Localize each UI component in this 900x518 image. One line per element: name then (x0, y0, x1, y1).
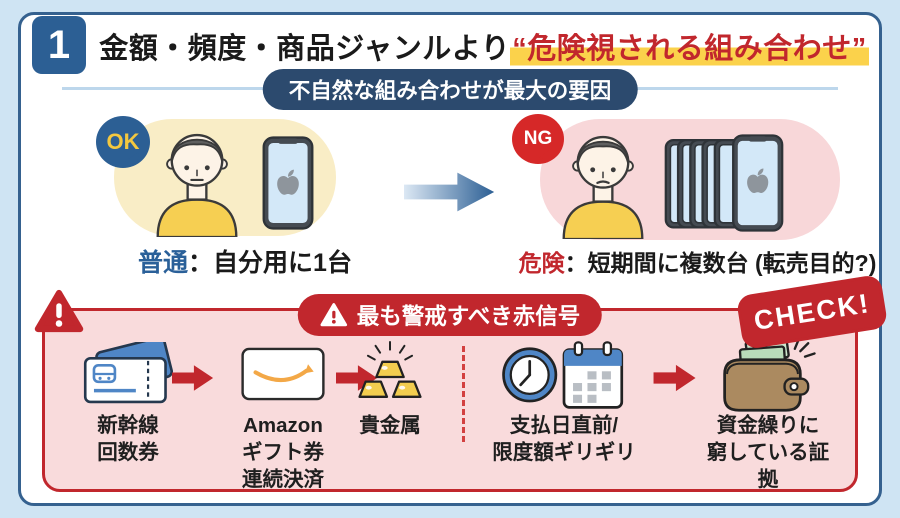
ng-caption: 危険：短期間に複数台 (転売目的?) (505, 244, 890, 278)
subtitle-pill: 不自然な組み合わせが最大の要因 (262, 69, 638, 110)
page-title: 金額・頻度・商品ジャンルより“危険視される組み合わせ” (98, 24, 870, 68)
flag-item-amazon-gift-card: Amazon ギフト券 連続決済 (222, 340, 344, 493)
flag-item-cash-strapped: 資金繰りに 窮している証拠 (700, 335, 836, 493)
smartphone-icon (262, 136, 314, 230)
warning-triangle-icon (34, 289, 84, 333)
gold-bars-icon (358, 341, 422, 398)
red-flags-panel (42, 308, 858, 492)
flag-item-shinkansen-tickets: 新幹線 回数券 (72, 340, 184, 466)
flag-item-label: Amazon ギフト券 連続決済 (242, 414, 324, 492)
title-red-highlight: “危険視される組み合わせ” (510, 25, 869, 67)
ok-caption-text: ：自分用に1台 (188, 249, 352, 277)
ng-badge: NG (512, 114, 564, 164)
red-arrow-icon (172, 365, 214, 391)
person-icon (562, 135, 644, 239)
shinkansen-ticket-icon (83, 342, 174, 404)
dashed-divider (462, 346, 465, 442)
flag-item-label: 支払日直前/ 限度額ギリギリ (492, 414, 636, 465)
ng-caption-label: 危険 (518, 250, 565, 276)
flag-item-label: 貴金属 (359, 414, 421, 437)
title-black-text: 金額・頻度・商品ジャンルより (99, 33, 511, 65)
flag-item-payment-deadline: 支払日直前/ 限度額ギリギリ (488, 340, 640, 466)
section-number-badge: 1 (32, 16, 86, 74)
ng-caption-text: ：短期間に複数台 (転売目的?) (564, 250, 877, 276)
ok-caption: 普通：自分用に1台 (110, 243, 380, 279)
flag-item-label: 資金繰りに 窮している証拠 (706, 414, 830, 492)
comparison-arrow-icon (404, 172, 495, 212)
amazon-gift-card-icon (241, 347, 325, 401)
red-flags-header-text: 最も警戒すべき赤信号 (356, 304, 581, 329)
wallet-icon (723, 335, 816, 412)
ok-caption-label: 普通 (138, 249, 189, 277)
smartphone-stack-icon (664, 134, 784, 232)
red-flags-header: 最も警戒すべき赤信号 (297, 294, 603, 336)
flag-item-label: 新幹線 回数券 (97, 414, 159, 465)
red-arrow-icon (653, 364, 696, 392)
ok-badge: OK (96, 116, 150, 168)
clock-calendar-icon (502, 341, 624, 409)
person-icon (156, 133, 238, 237)
flag-item-precious-metals: 貴金属 (340, 340, 440, 439)
warning-icon (320, 303, 348, 327)
